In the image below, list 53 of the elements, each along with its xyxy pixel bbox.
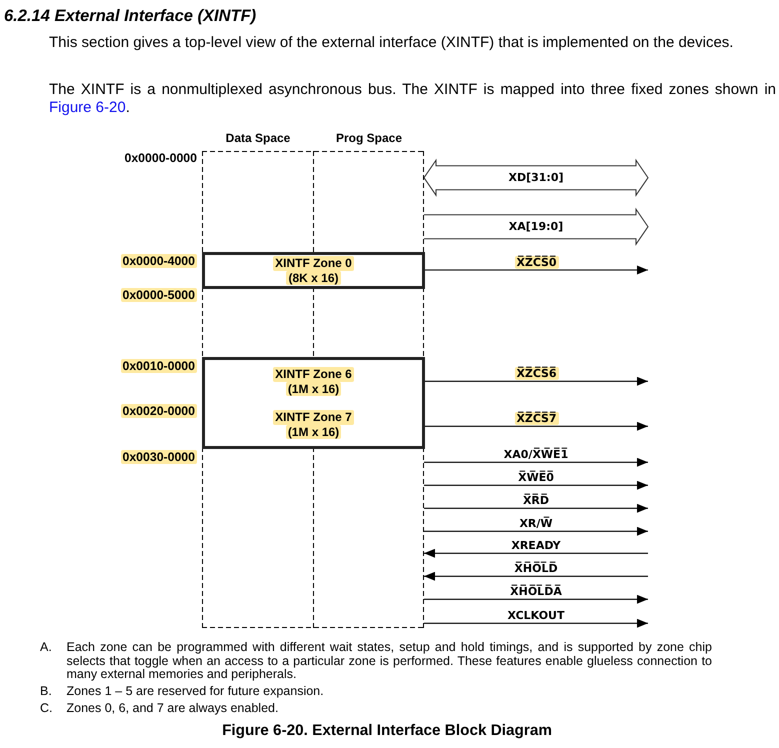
address-label: 0x0000-0000 [124,151,197,166]
zone-name: XINTF Zone 6 [273,367,354,382]
signal-arrow [425,422,648,431]
zone-name: XINTF Zone 7 [273,410,354,424]
note-text: Zones 1 – 5 are reserved for future expansion. [66,684,325,698]
paragraph-text: The XINTF is a nonmultiplexed asynchronous bus. The XINTF is mapped into three fixed zones shown in [49,81,776,98]
address-label: 0x0030-0000 [120,450,197,464]
zone-box [202,403,425,449]
signal-arrow [424,526,648,536]
zone-size: (1M x 16) [286,382,342,396]
signal-arrow [424,458,648,467]
paragraph-text: . [126,99,130,116]
address-label: 0x0000-4000 [120,254,197,268]
signal-arrow [424,594,648,604]
zone-size: (8K x 16) [286,270,341,285]
bus-arrow [424,208,649,246]
signal-name: X̅H̅O̅L̅D̅A̅ [510,585,562,598]
zone-box [202,357,425,404]
note-text: Each zone can be programmed with different wait states, setup and hold timings, and is supported by zone chip selects that toggle when an access to a particular zone is performed. These features enable glueless connection to many external memories and peripherals. [66,641,712,682]
signal-name: X̅Z̅C̅S̅7̅ [514,412,559,426]
signal-arrow [424,618,648,628]
signal-name: XCLKOUT [508,609,564,622]
note-letter: B. [40,684,52,698]
signal-arrow [425,266,648,274]
section-heading: 6.2.14 External Interface (XINTF) [4,6,256,26]
signal-name: XA0/X̅W̅E̅1̅ [504,448,568,462]
signal-name: X̅Z̅C̅S̅0̅ [514,256,559,269]
note-text: Zones 0, 6, and 7 are always enabled. [66,702,280,716]
signal-name: X̅H̅O̅L̅D̅ [514,562,558,576]
signal-arrow [424,504,648,513]
signal-arrow [424,548,648,558]
signal-name: XR/W̅ [519,517,553,530]
figure-link: Figure 6-20 [49,99,126,116]
zone-name: XINTF Zone 0 [273,256,354,270]
signal-name: XREADY [511,539,561,552]
zone-size: (1M x 16) [286,424,342,439]
note-letter: A. [40,641,52,654]
bus-name: XA[19:0] [508,220,564,234]
signal-name: X̅W̅E̅0̅ [518,471,554,484]
paragraph: This section gives a top-level view of the external interface (XINTF) that is implemented on the devices. [49,34,734,52]
bus-name: XD[31:0] [508,171,564,184]
address-label: 0x0020-0000 [120,404,197,418]
bus-arrow [423,158,649,197]
zone-box [202,252,425,289]
signal-arrow [424,572,648,581]
address-label: 0x0010-0000 [120,358,197,373]
signal-arrow [424,480,648,490]
address-label: 0x0000-5000 [120,288,197,302]
column-heading: Prog Space [336,131,402,145]
figure-caption: Figure 6-20. External Interface Block Diagram [222,722,552,740]
column-heading: Data Space [226,131,290,145]
signal-name: X̅R̅D̅ [522,494,550,508]
note-letter: C. [40,702,52,716]
